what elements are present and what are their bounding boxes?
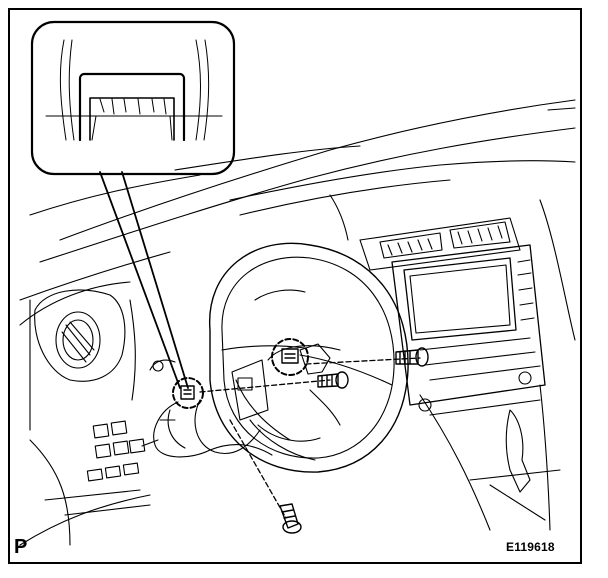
center-console — [359, 107, 576, 531]
page-letter: P — [14, 536, 28, 558]
lower-dash-detail — [149, 359, 176, 421]
dashboard-outline — [19, 99, 576, 546]
callout-leader-lines — [99, 171, 189, 389]
callout-detail-box — [30, 20, 236, 176]
screw-right — [395, 347, 429, 367]
clip-circles — [172, 338, 309, 409]
left-switch-panel — [29, 420, 151, 546]
wire-harness — [141, 401, 273, 458]
installation-path-lines — [199, 357, 421, 519]
steering-wheel — [209, 242, 409, 473]
left-air-vent — [29, 289, 136, 431]
screw-middle — [317, 371, 349, 389]
screw-bottom — [279, 503, 302, 534]
clip-parts — [180, 348, 299, 400]
steering-column — [194, 343, 341, 454]
figure-code: E119618 — [506, 540, 555, 554]
